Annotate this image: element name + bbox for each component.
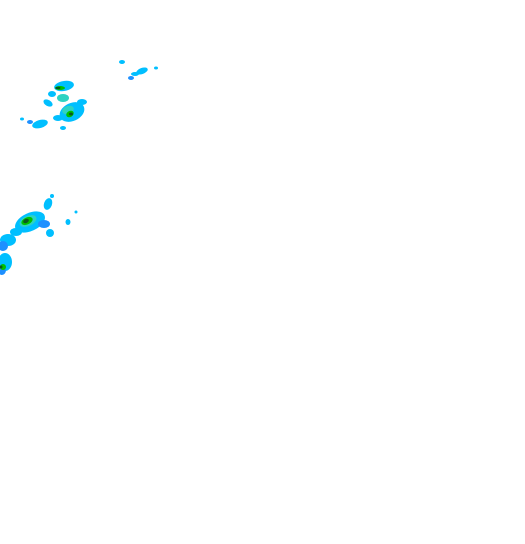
echo-cell-light — [65, 219, 71, 225]
echo-cell-light — [74, 210, 78, 214]
echo-cluster-north-main — [20, 80, 87, 130]
echo-cell-light — [53, 115, 63, 121]
echo-cluster-west-main — [0, 194, 78, 251]
echo-cell-light — [154, 66, 158, 70]
echo-cell-heaviest — [23, 218, 29, 224]
echo-cell-light — [32, 119, 48, 129]
echo-cluster-north-small — [119, 60, 158, 80]
echo-cell-light — [10, 228, 22, 236]
echo-cell-light — [50, 194, 54, 198]
echo-cell-light — [46, 229, 54, 237]
echo-cell-heaviest — [69, 112, 73, 116]
echo-cell-light_alt — [0, 241, 8, 251]
echo-cell-light — [77, 99, 87, 105]
echo-cell-light_alt — [27, 120, 33, 124]
echo-cell-heaviest — [55, 86, 61, 90]
echo-cell-light — [131, 72, 139, 76]
echo-cell-light — [136, 67, 148, 75]
echo-cluster-west-edge — [0, 253, 12, 275]
echo-cell-light — [43, 99, 53, 107]
echo-cell-light_alt — [38, 220, 50, 228]
echo-cell-light — [54, 80, 74, 92]
echo-cell-light — [48, 91, 56, 97]
echo-cell-light_alt — [128, 76, 134, 80]
echo-cell-heaviest — [0, 265, 3, 269]
echo-cell-light — [20, 117, 24, 121]
echo-cell-light — [119, 60, 125, 64]
echo-cell-medium — [57, 94, 69, 102]
echo-cell-heavy — [0, 264, 6, 270]
echo-cell-light — [43, 198, 53, 210]
echo-cell-light — [60, 126, 66, 130]
